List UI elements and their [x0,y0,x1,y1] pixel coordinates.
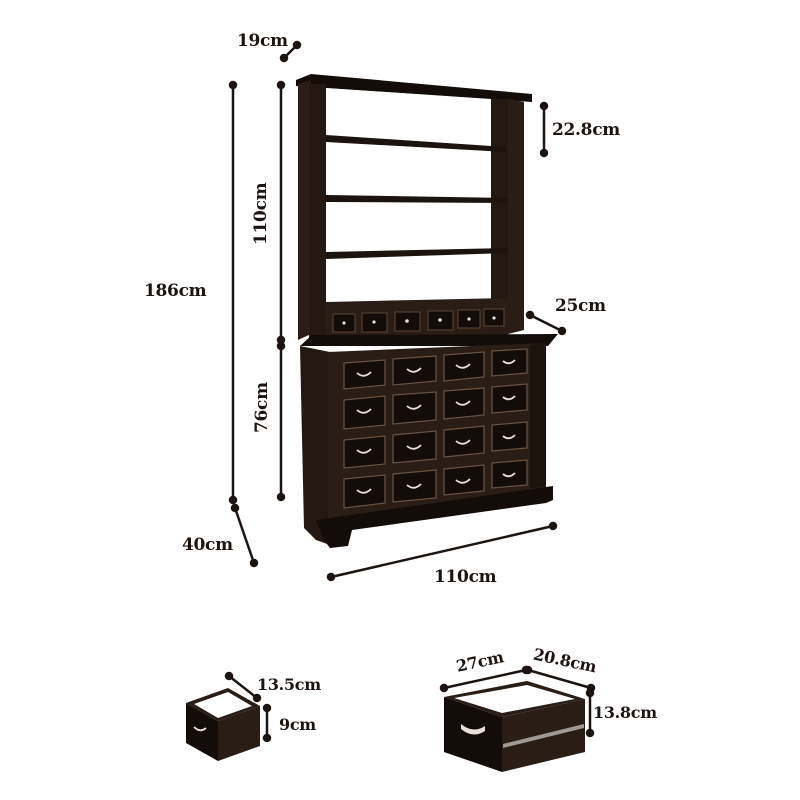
lower-depth-label: 40cm [182,535,233,555]
small-drawer-width-label: 13.5cm [257,675,321,694]
small-drawer-height-line [262,703,272,743]
small-drawer-illustration [186,688,260,761]
upper-depth-dimension-line [525,310,567,336]
shelf-1 [326,135,506,152]
upper-depth-label: 25cm [555,296,606,316]
width-dimension-line [326,521,558,582]
total-height-label: 186cm [144,281,207,301]
shelf-spacing-label: 22.8cm [552,120,620,140]
lower-cabinet [300,334,558,548]
upper-height-dimension-line [276,80,286,345]
shelf-spacing-dimension-line [539,101,549,158]
upper-height-label: 110cm [251,182,271,245]
cabinet-drawers [343,348,528,509]
dresser-illustration [296,74,558,548]
large-drawer-illustration [444,681,585,772]
lower-depth-dimension-line [230,503,259,568]
small-drawer-width-line [224,671,262,703]
large-drawer-height-label: 13.8cm [593,703,657,722]
upper-hutch [296,74,532,342]
top-depth-label: 19cm [237,31,288,51]
total-height-dimension-line [228,80,238,505]
width-label: 110cm [434,567,497,587]
dimension-lines [224,40,596,743]
drawer-handles [356,359,516,494]
top-depth-dimension-line [279,40,302,63]
shelf-3 [326,248,508,259]
large-drawer-height-line [585,688,595,738]
lower-height-label: 76cm [252,382,272,433]
small-drawer-height-label: 9cm [279,715,316,734]
shelf-2 [326,195,508,203]
lower-height-dimension-line [276,341,286,502]
